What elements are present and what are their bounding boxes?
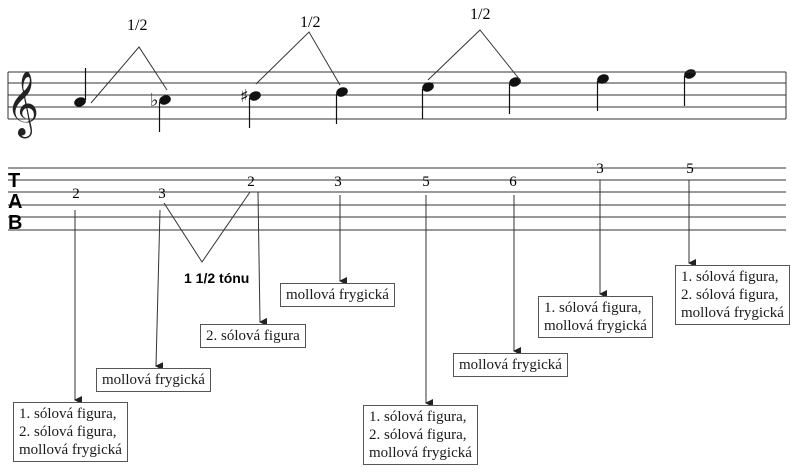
note-head — [159, 95, 171, 105]
interval-bracket — [163, 191, 251, 263]
fret-number: 6 — [509, 174, 517, 190]
sharp-accidental-icon: ♯ — [240, 86, 249, 107]
leader-arrow — [155, 209, 164, 371]
tab-staff — [8, 167, 786, 231]
callout-line: mollová frygická — [19, 442, 122, 458]
leader-arrows — [74, 180, 696, 407]
callout-line: 1. sólová figura, — [544, 300, 642, 316]
fret-numbers: 2 3 2 3 5 6 3 5 — [72, 161, 694, 202]
treble-clef-icon: 𝄞 — [6, 71, 39, 138]
leader-arrow — [257, 191, 268, 326]
note-head — [74, 97, 86, 107]
callout-3: 2. sólová figura — [200, 324, 306, 348]
note-head — [509, 77, 521, 87]
tab-letter-a: A — [8, 191, 22, 213]
music-staff — [7, 71, 787, 120]
callout-line: mollová frygická — [369, 445, 472, 461]
callout-2: mollová frygická — [96, 368, 211, 392]
fret-number: 2 — [247, 174, 255, 190]
tab-letter-b: B — [8, 212, 22, 234]
fret-number: 5 — [686, 161, 694, 177]
fret-number: 3 — [596, 161, 604, 177]
callout-line: mollová frygická — [102, 372, 205, 388]
callout-line: mollová frygická — [681, 305, 784, 321]
callout-line: mollová frygická — [459, 357, 562, 373]
callout-5: 1. sólová figura, 2. sólová figura, moll… — [363, 405, 478, 465]
callout-8: 1. sólová figura, 2. sólová figura, moll… — [675, 265, 790, 325]
callout-line: 2. sólová figura, — [369, 427, 467, 443]
callout-6: mollová frygická — [453, 353, 568, 377]
callout-line: 1. sólová figura, — [681, 269, 779, 285]
fret-number: 3 — [334, 174, 342, 190]
half-step-brackets — [90, 29, 521, 104]
callout-line: mollová frygická — [286, 287, 389, 303]
callout-line: 2. sólová figura, — [19, 424, 117, 440]
note-head — [336, 87, 348, 97]
interval-label: 1 1/2 tónu — [184, 270, 249, 286]
note-head — [597, 74, 609, 84]
callout-line: 2. sólová figura, — [681, 287, 779, 303]
callout-4: mollová frygická — [280, 283, 395, 307]
fret-number: 5 — [422, 174, 430, 190]
half-step-label: 1/2 — [300, 14, 320, 31]
callout-1: 1. sólová figura, 2. sólová figura, moll… — [13, 402, 128, 462]
notes: ♭♯ — [74, 68, 700, 132]
note-head — [422, 82, 434, 92]
callout-line: mollová frygická — [544, 318, 647, 334]
tab-letter-t: T — [8, 170, 20, 192]
fret-number: 3 — [158, 186, 166, 202]
note-head — [249, 91, 261, 101]
half-step-label: 1/2 — [470, 6, 490, 23]
fret-number: 2 — [72, 186, 80, 202]
callout-line: 1. sólová figura, — [369, 409, 467, 425]
callout-line: 1. sólová figura, — [19, 406, 117, 422]
callout-line: 2. sólová figura — [206, 328, 300, 344]
callout-7: 1. sólová figura, mollová frygická — [538, 296, 653, 338]
flat-accidental-icon: ♭ — [150, 90, 159, 111]
half-step-label: 1/2 — [127, 17, 147, 34]
